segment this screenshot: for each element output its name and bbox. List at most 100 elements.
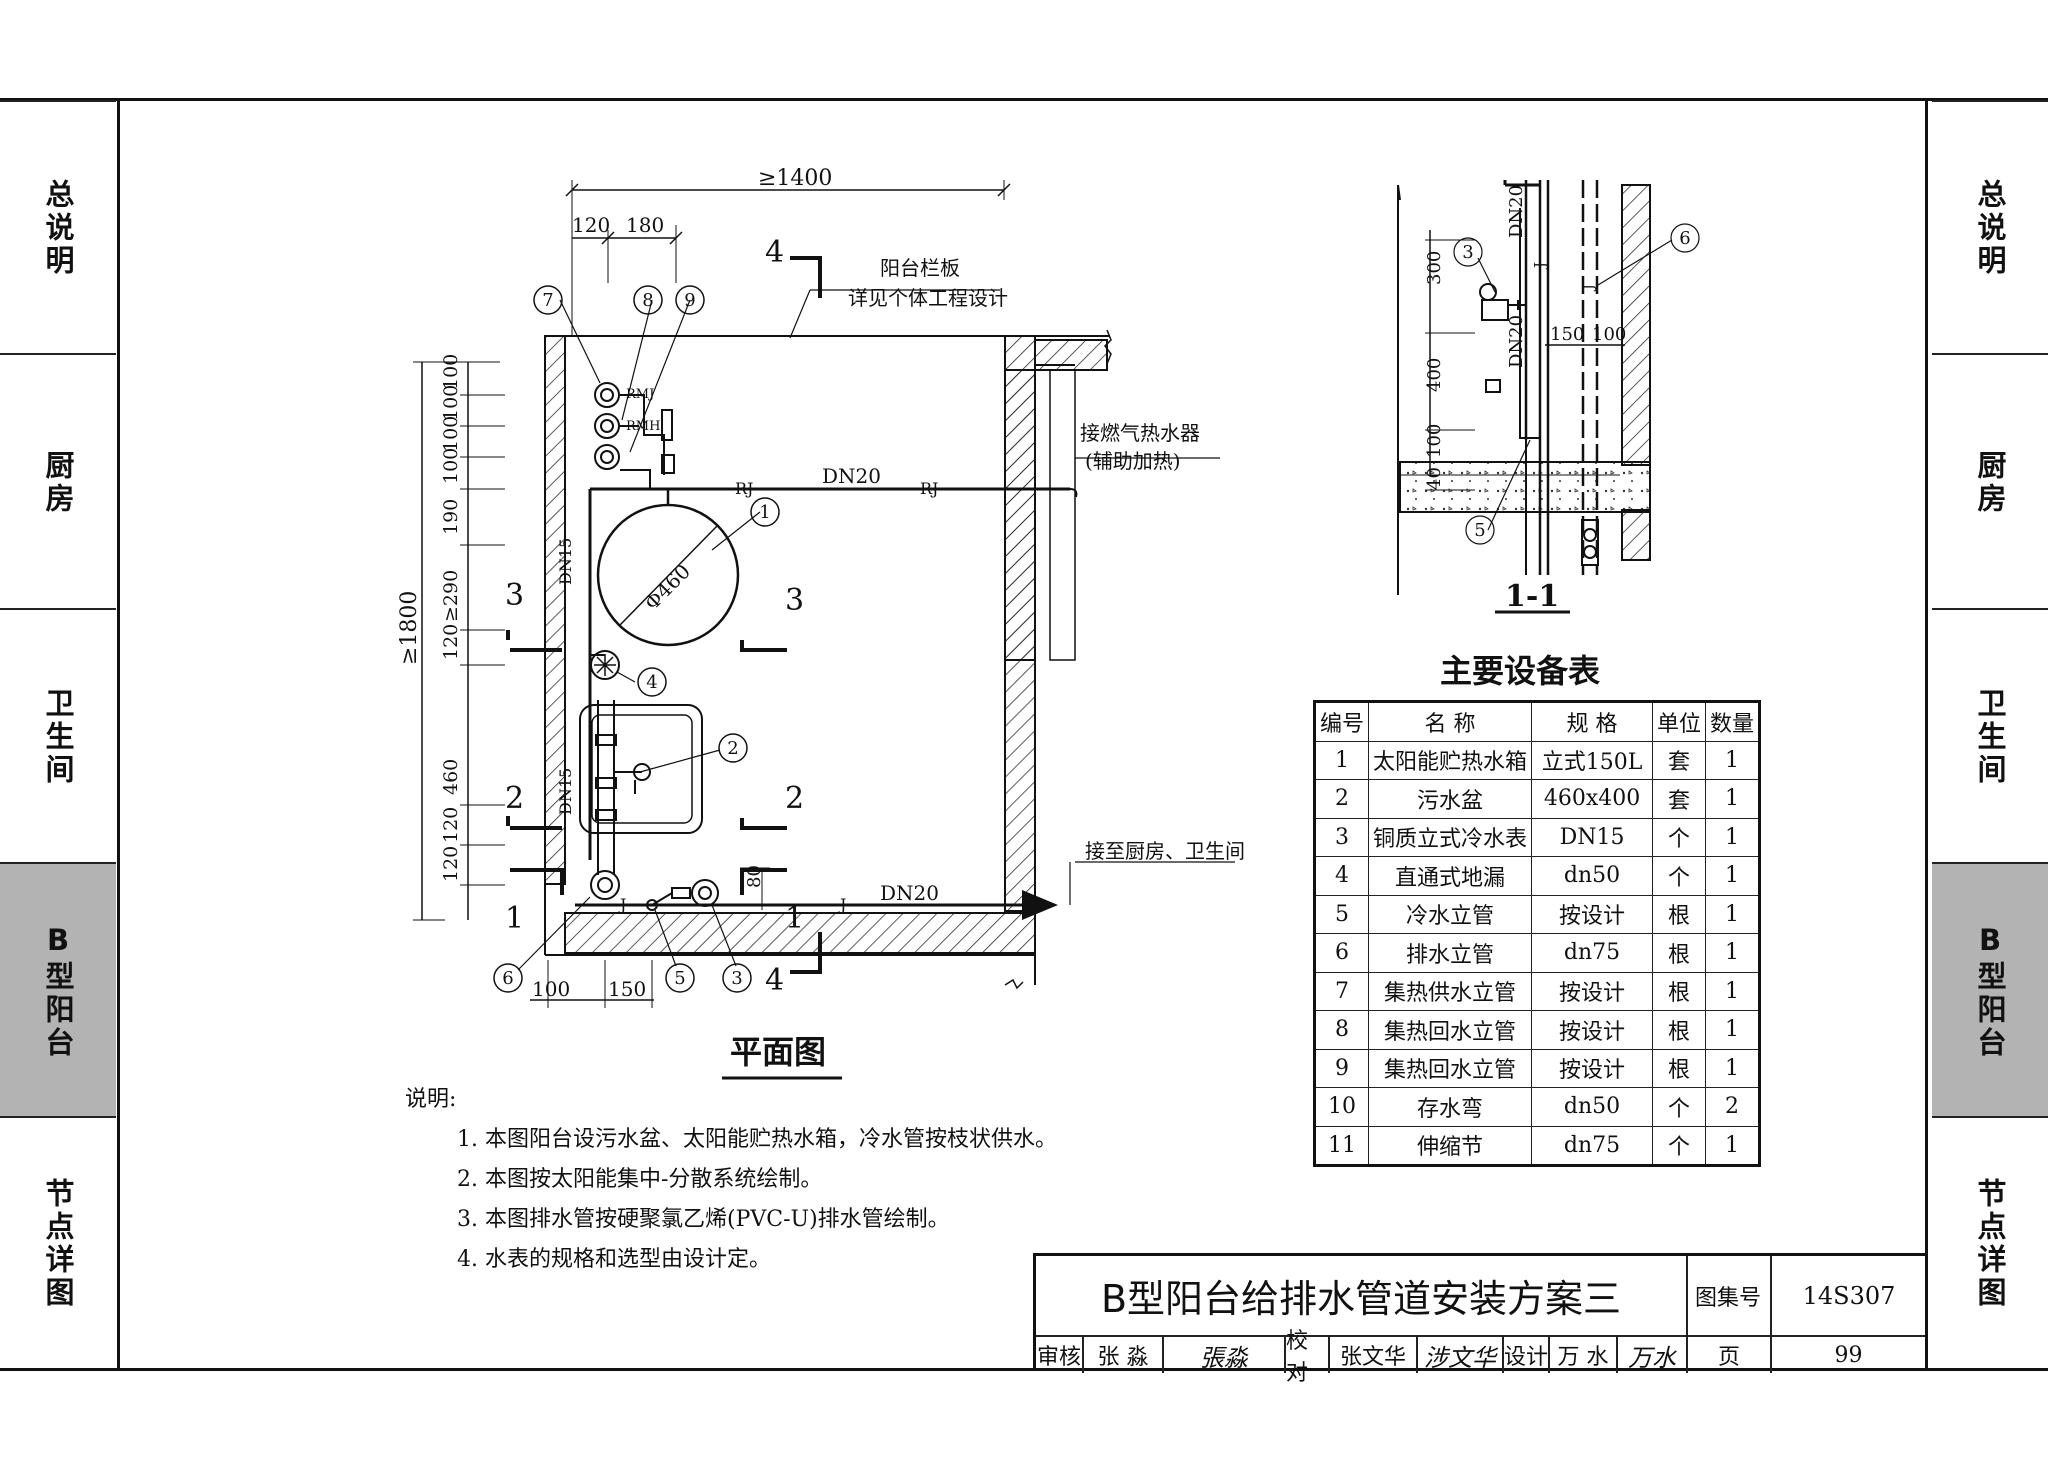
cell-name: 冷水立管 <box>1368 894 1533 934</box>
section-dim-150: 150 <box>1550 324 1584 345</box>
width-dim: ≥1400 <box>758 166 832 191</box>
cell-spec: dn50 <box>1531 1087 1654 1127</box>
cell-name: 伸缩节 <box>1368 1125 1533 1166</box>
mop-sink <box>579 704 703 834</box>
section-title: 1-1 <box>1505 579 1559 614</box>
section-callout-5: 5 <box>1474 520 1485 541</box>
pipe-label-rj-1: RJ <box>735 479 753 498</box>
section-mark-4-top: 4 <box>765 235 784 270</box>
cell-unit: 个 <box>1652 856 1707 896</box>
side-tab-details[interactable]: 节点详图 <box>1932 1116 2048 1370</box>
side-tab-label: 总说明 <box>41 179 75 278</box>
review-label: 审核 <box>1036 1337 1084 1373</box>
cell-no: 8 <box>1313 1010 1370 1050</box>
riser-7 <box>594 382 620 408</box>
side-tab-bathroom[interactable]: 卫生间 <box>1932 608 2048 864</box>
cell-qty: 1 <box>1705 971 1761 1011</box>
section-view <box>1397 180 1700 614</box>
section-pipe-dn20-mid: DN20 <box>1506 315 1527 368</box>
section-mark-4-bottom: 4 <box>765 963 784 998</box>
side-tab-balcony-b[interactable]: B型阳台 <box>0 862 116 1118</box>
plan-title: 平面图 <box>730 1033 826 1071</box>
riser-8 <box>594 413 620 439</box>
cell-no: 4 <box>1313 856 1370 896</box>
section-mark-3-right: 3 <box>785 583 804 618</box>
cell-name: 太阳能贮热水箱 <box>1368 740 1533 780</box>
section-dim-40: 40 <box>1424 467 1445 490</box>
top-dim-2: 180 <box>626 213 664 237</box>
callout-8: 8 <box>642 290 653 311</box>
vdim-4: 100 <box>440 448 462 484</box>
kitchen-note: 接至厨房、卫生间 <box>1085 839 1245 863</box>
callout-2: 2 <box>727 738 738 759</box>
atlas-number: 14S307 <box>1802 1281 1896 1310</box>
cell-unit: 个 <box>1652 1125 1707 1166</box>
section-callout-3: 3 <box>1462 242 1473 263</box>
vdim-3: 100 <box>440 416 462 452</box>
cell-name: 集热回水立管 <box>1368 1048 1533 1088</box>
plan-view <box>413 180 1235 1008</box>
side-tab-details[interactable]: 节点详图 <box>0 1116 116 1370</box>
top-dim-1: 120 <box>572 213 610 237</box>
section-labels: DN20 DN20 J J 300 400 100 40 150 100 3 5… <box>1424 185 1691 614</box>
cell-spec: 按设计 <box>1531 971 1654 1011</box>
side-tab-general[interactable]: 总说明 <box>0 100 116 355</box>
cell-no: 11 <box>1313 1125 1370 1166</box>
height-dim: ≥1800 <box>397 591 422 665</box>
riser-9 <box>594 444 620 470</box>
side-tab-general[interactable]: 总说明 <box>1932 100 2048 355</box>
note-item: 4. 水表的规格和选型由设计定。 <box>457 1247 771 1272</box>
side-tab-kitchen[interactable]: 厨房 <box>1932 353 2048 610</box>
cell-spec: 按设计 <box>1531 1048 1654 1088</box>
cell-spec: 立式150L <box>1531 740 1654 780</box>
cell-no: 2 <box>1313 779 1370 819</box>
cell-qty: 1 <box>1705 933 1761 973</box>
cold-riser <box>646 899 658 911</box>
dim-80: 80 <box>744 865 765 888</box>
section-pipe-j-2: J <box>1579 284 1597 292</box>
check-signature: 涉文华 <box>1418 1337 1504 1373</box>
cell-name: 集热供水立管 <box>1368 971 1533 1011</box>
callout-7: 7 <box>542 290 553 311</box>
vdim-9: 120 <box>440 807 462 843</box>
page-label: 页 <box>1688 1337 1772 1373</box>
cell-unit: 根 <box>1652 933 1707 973</box>
pipe-label-dn20-top: DN20 <box>822 464 881 488</box>
section-dim-400: 400 <box>1424 358 1445 392</box>
side-tab-balcony-b[interactable]: B型阳台 <box>1932 862 2048 1118</box>
callout-1: 1 <box>759 502 770 523</box>
side-tab-label: 卫生间 <box>1973 687 2007 787</box>
pipe-label-rmh: RMH <box>626 419 660 434</box>
pipe-label-rj-2: RJ <box>920 479 938 498</box>
pipe-label-dn15-bottom: DN15 <box>556 768 575 815</box>
note-item: 2. 本图按太阳能集中-分散系统绘制。 <box>457 1167 823 1192</box>
side-tab-label: 厨房 <box>1973 449 2007 516</box>
section-dim-100: 100 <box>1424 424 1445 458</box>
check-name: 张文华 <box>1330 1337 1418 1373</box>
railing-note-2: 详见个体工程设计 <box>848 286 1008 310</box>
cell-qty: 1 <box>1705 1125 1761 1166</box>
side-tab-bathroom[interactable]: 卫生间 <box>0 608 116 864</box>
cell-spec: dn75 <box>1531 1125 1654 1166</box>
notes-heading: 说明: <box>405 1087 457 1112</box>
cell-spec: dn75 <box>1531 933 1654 973</box>
section-mark-3-left: 3 <box>505 578 524 613</box>
cell-unit: 根 <box>1652 1048 1707 1088</box>
side-tab-kitchen[interactable]: 厨房 <box>0 353 116 610</box>
title-block: B型阳台给排水管道安装方案三 图集号 14S307 审核 张 淼 張淼 校对 张… <box>1033 1253 1928 1386</box>
header-qty: 数量 <box>1705 701 1761 742</box>
pipe-label-j-1: J <box>618 895 626 914</box>
callout-6: 6 <box>502 968 513 989</box>
drain-trap <box>590 870 620 900</box>
side-tab-label: B型阳台 <box>1973 922 2007 1060</box>
cell-name: 铜质立式冷水表 <box>1368 817 1533 857</box>
signature-row: 审核 张 淼 張淼 校对 张文华 涉文华 设计 万 水 万水 页 99 <box>1036 1329 1925 1386</box>
vdim-10: 120 <box>440 846 462 882</box>
